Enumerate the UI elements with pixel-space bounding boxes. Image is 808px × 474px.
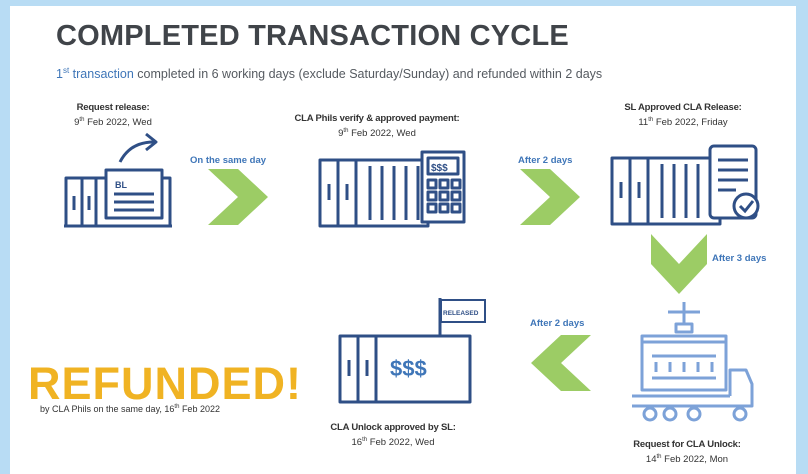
connector-4-label: After 2 days (530, 318, 585, 329)
step-3-date: 11 (638, 117, 649, 129)
step-3-label: SL Approved CLA Release: (624, 102, 742, 113)
step-2-date-rest: Feb 2022, Wed (348, 128, 416, 140)
document-badge: BL (115, 180, 127, 190)
money-symbols: $$$ (390, 356, 427, 381)
step-4-date-suffix: th (656, 454, 662, 460)
step-5-caption: CLA Unlock approved by SL: 16th Feb 2022… (318, 421, 468, 449)
step-1-caption: Request release: 9th Feb 2022, Wed (48, 101, 178, 129)
released-flag-text: RELEASED (443, 310, 479, 317)
chevron-down-arrow (651, 234, 707, 294)
step-5-date-rest: Feb 2022, Wed (367, 437, 435, 449)
diagram-title: COMPLETED TRANSACTION CYCLE (56, 20, 569, 52)
diagram-subtitle: 1st transaction completed in 6 working d… (56, 66, 602, 81)
container-truck-icon (632, 302, 754, 422)
step-5-date: 16 (351, 437, 363, 449)
step-1-date-suffix: th (79, 117, 85, 123)
step-4-label: Request for CLA Unlock: (633, 439, 741, 450)
connector-1-label: On the same day (190, 155, 267, 166)
step-4-date: 14 (645, 454, 657, 466)
refund-note-rest: Feb 2022 (179, 404, 220, 414)
step-2-label: CLA Phils verify & approved payment: (294, 113, 460, 124)
refund-note-suffix: th (174, 404, 180, 410)
step-2-date: 9 (338, 128, 344, 140)
step-5-label: CLA Unlock approved by SL: (330, 422, 456, 433)
step-3-date-suffix: th (648, 117, 654, 123)
step-3-date-rest: Feb 2022, Friday (653, 117, 728, 129)
step-2-date-suffix: th (343, 128, 349, 134)
chevron-right-arrow-1 (208, 169, 268, 225)
subtitle-rest: completed in 6 working days (exclude Sat… (133, 67, 603, 82)
step-1-date-rest: Feb 2022, Wed (84, 117, 152, 129)
container-document-upload-icon: BL (64, 132, 172, 228)
step-4-date-rest: Feb 2022, Mon (661, 454, 729, 466)
step-2-caption: CLA Phils verify & approved payment: 9th… (272, 112, 482, 140)
step-5-date-suffix: th (362, 437, 368, 443)
subtitle-highlight: transaction (69, 67, 134, 82)
calculator-display: $$$ (431, 163, 448, 174)
step-1-date: 9 (74, 117, 80, 129)
refunded-headline: REFUNDED! (28, 358, 302, 409)
step-1-label: Request release: (76, 102, 150, 113)
subtitle-ordinal: 1 (56, 67, 63, 82)
step-4-caption: Request for CLA Unlock: 14th Feb 2022, M… (612, 438, 762, 466)
chevron-left-arrow (531, 335, 591, 391)
container-checklist-icon (610, 144, 760, 226)
diagram-canvas: COMPLETED TRANSACTION CYCLE 1st transact… (10, 6, 796, 474)
subtitle-ordinal-suffix: st (62, 66, 70, 75)
container-calculator-icon: $$$ (318, 150, 466, 228)
refund-note-text: by CLA Phils on the same day, 16 (40, 404, 175, 414)
step-3-caption: SL Approved CLA Release: 11th Feb 2022, … (608, 101, 758, 129)
container-money-released-icon: RELEASED $$$ (338, 298, 486, 404)
chevron-right-arrow-2 (520, 169, 580, 225)
connector-3-label: After 3 days (712, 253, 767, 264)
refund-note: by CLA Phils on the same day, 16th Feb 2… (40, 404, 220, 414)
connector-2-label: After 2 days (518, 155, 573, 166)
